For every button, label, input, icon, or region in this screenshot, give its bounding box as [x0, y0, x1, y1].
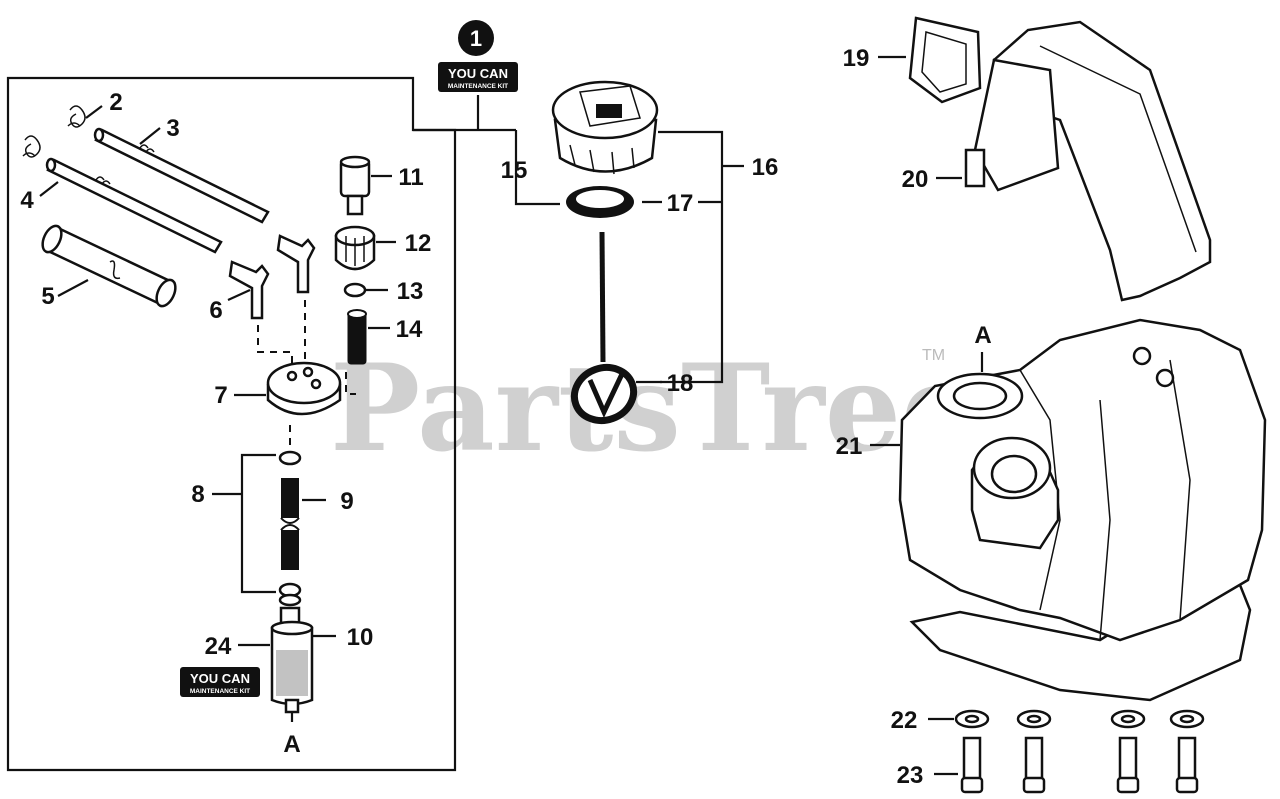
fuel-line-4[interactable] — [45, 157, 223, 254]
fuel-line-3[interactable] — [93, 127, 270, 224]
kit-logo-top-text: YOU CAN — [190, 671, 250, 686]
callout-8: 8 — [191, 481, 204, 508]
protective-sleeve-5[interactable] — [39, 223, 179, 309]
fuel-cap-vent-11[interactable] — [339, 155, 371, 216]
callout-21: 21 — [836, 433, 863, 460]
callout-24: 24 — [205, 633, 232, 660]
callout-5: 5 — [41, 283, 54, 310]
tank-bracket-20[interactable] — [964, 20, 1212, 302]
callout-18: 18 — [667, 370, 694, 397]
maintenance-kit-logo-top: YOU CAN MAINTENANCE KIT — [438, 62, 518, 92]
washers-22[interactable] — [954, 709, 1205, 729]
kit-logo-bottom-text: MAINTENANCE KIT — [190, 688, 250, 695]
callout-3: 3 — [166, 115, 179, 142]
filter-tube-14[interactable] — [347, 309, 367, 365]
callout-11: 11 — [398, 164, 423, 191]
callout-9: 9 — [340, 488, 353, 515]
callout-20: 20 — [902, 166, 929, 193]
callout-12: 12 — [405, 230, 432, 257]
callout-13: 13 — [397, 278, 424, 305]
maintenance-kit-logo-bottom: YOU CAN MAINTENANCE KIT — [180, 667, 260, 697]
o-ring-13[interactable] — [343, 282, 367, 298]
connector-a-tank: A — [974, 322, 991, 349]
callout-17: 17 — [667, 190, 694, 217]
kit-logo-top-text: YOU CAN — [448, 66, 508, 81]
elbow-fitting-6[interactable] — [228, 234, 316, 320]
cap-gasket-17[interactable] — [566, 186, 634, 218]
kit-number-badge[interactable]: 1 — [458, 20, 494, 56]
watermark-tm: TM — [922, 347, 945, 364]
callout-14: 14 — [396, 316, 423, 343]
badge-number: 1 — [470, 26, 482, 51]
connector-a-filter: A — [283, 731, 300, 758]
hose-clip-4[interactable] — [22, 135, 41, 158]
fuel-grommet-7[interactable] — [266, 361, 342, 416]
vent-housing-12[interactable] — [334, 225, 376, 271]
hose-clip-2[interactable] — [67, 105, 86, 128]
watermark: PartsTree — [330, 338, 977, 479]
callout-10: 10 — [347, 624, 374, 651]
callout-19: 19 — [843, 45, 870, 72]
fuel-tank-21[interactable] — [898, 318, 1267, 702]
bracket-16 — [658, 130, 724, 384]
callout-22: 22 — [891, 707, 918, 734]
fuel-cap-16[interactable] — [551, 80, 659, 175]
callout-4: 4 — [20, 187, 34, 214]
callout-23: 23 — [897, 762, 924, 789]
filter-cover-19[interactable] — [908, 16, 982, 104]
screws-23[interactable] — [960, 736, 1199, 794]
kit-logo-bottom-text: MAINTENANCE KIT — [448, 83, 508, 90]
callout-2: 2 — [109, 89, 122, 116]
fuel-filter-10[interactable] — [270, 593, 314, 714]
bracket-8 — [240, 453, 276, 594]
callout-6: 6 — [209, 297, 222, 324]
callout-7: 7 — [214, 382, 227, 409]
cap-retainer-strap-18[interactable] — [567, 231, 641, 429]
callout-16: 16 — [752, 154, 779, 181]
o-ring-upper[interactable] — [278, 450, 302, 466]
callout-15: 15 — [501, 157, 528, 184]
leader-15 — [514, 130, 560, 206]
fuel-line-9[interactable] — [280, 478, 300, 570]
